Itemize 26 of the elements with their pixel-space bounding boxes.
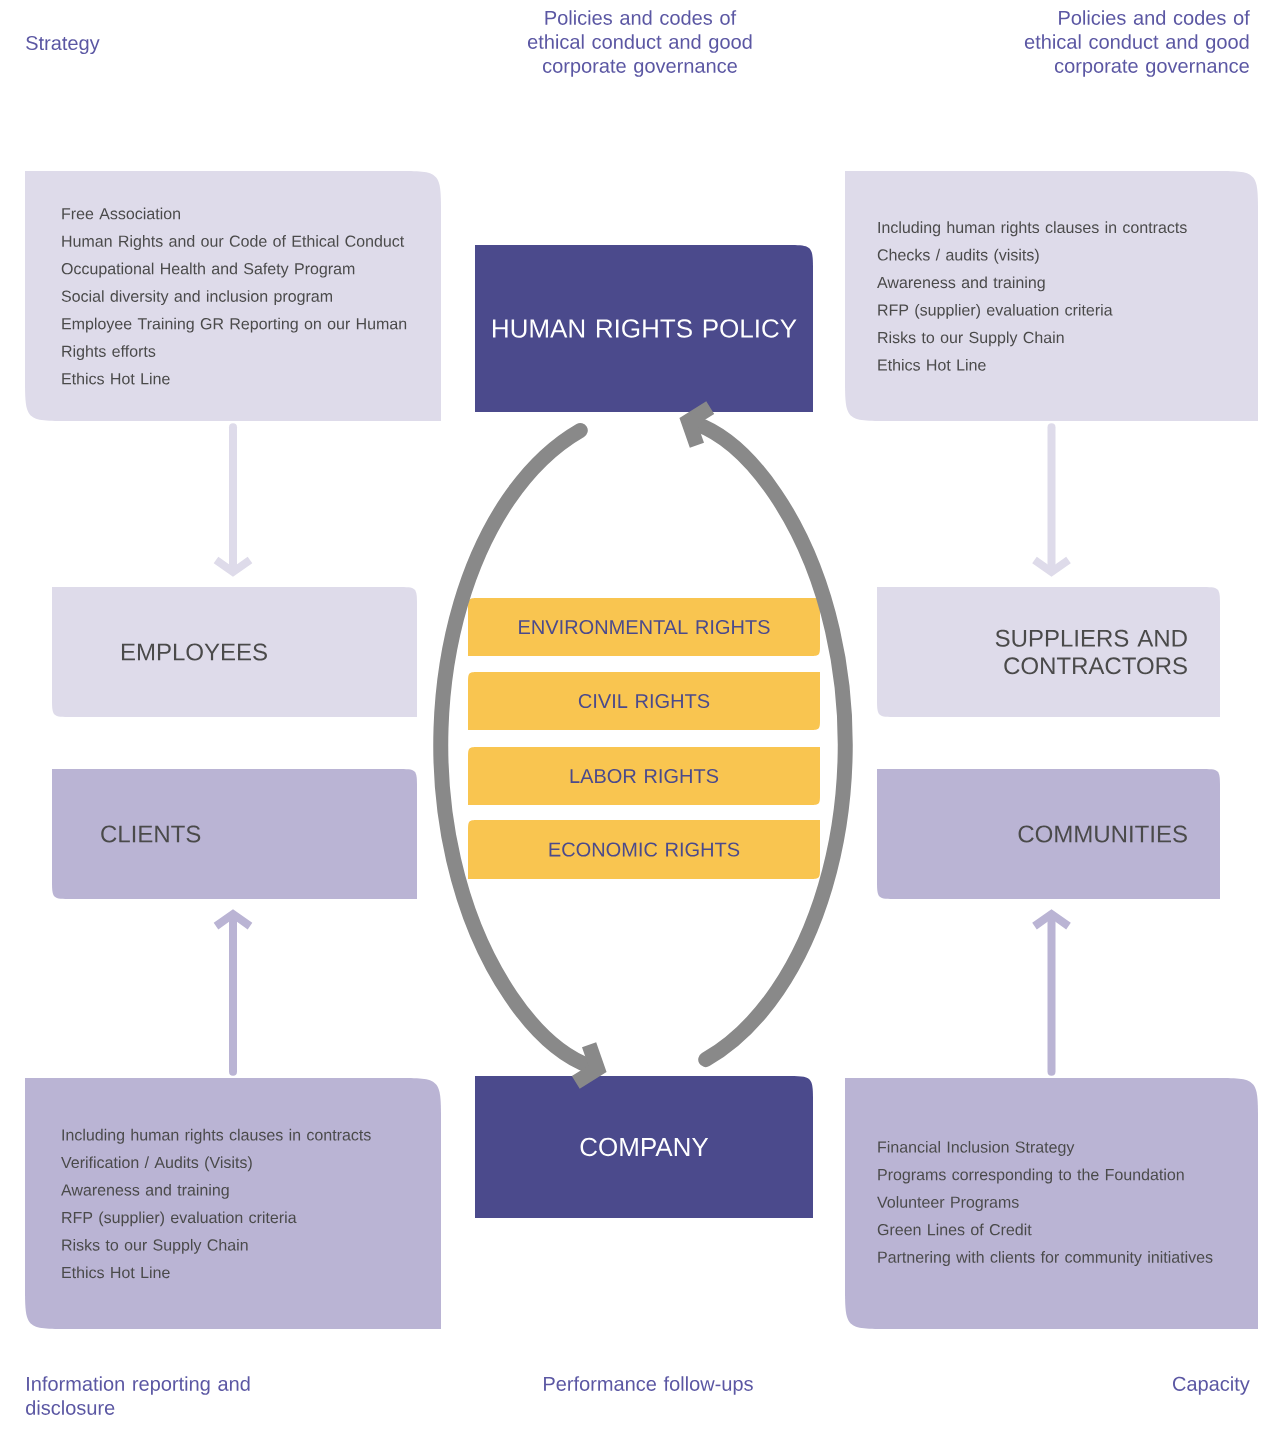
rights-box: ENVIRONMENTAL RIGHTS	[468, 598, 820, 656]
arrow	[433, 422, 607, 1089]
list-box: Including human rights clauses in contracts Verification / Audits (Visits) Awareness and training RFP (supplier) evaluation criteria Risks to our Supply Chain Ethics Hot Line	[25, 1078, 441, 1329]
arrow	[213, 909, 253, 1076]
list-box: Including human rights clauses in contracts Checks / audits (visits) Awareness and training RFP (supplier) evaluation criteria Risks to our Supply Chain Ethics Hot Line	[845, 171, 1258, 421]
company-box: COMPANY	[475, 1076, 813, 1218]
heading-text: Strategy	[26, 35, 100, 55]
group-box: COMMUNITIES	[877, 769, 1220, 899]
heading-text: Performance follow-ups	[544, 1376, 753, 1395]
heading-text: Information reporting and disclosure	[26, 1376, 250, 1415]
list-box: Free Association Human Rights and our Code of Ethical Conduct Occupational Health and Safety Program Social diversity and inclusion program Employee Training GR Reporting on our Human Rights efforts Ethics Hot Line	[25, 171, 441, 421]
arrow	[1032, 423, 1071, 577]
arrow	[213, 423, 253, 577]
rights-box: LABOR RIGHTS	[468, 747, 820, 805]
heading-text: Policies and codes of ethical conduct and good corporate governance	[1024, 10, 1250, 77]
list-box: Financial Inclusion Strategy Programs corresponding to the Foundation Volunteer Programs Green Lines of Credit Partnering with clients for community initiatives	[845, 1078, 1258, 1329]
arrow	[679, 401, 853, 1068]
arrow	[1032, 909, 1071, 1076]
heading-text: Capacity	[1173, 1376, 1250, 1395]
rights-box: ECONOMIC RIGHTS	[468, 820, 820, 879]
group-box: EMPLOYEES	[52, 587, 417, 717]
group-box: CLIENTS	[52, 769, 417, 899]
rights-box: CIVIL RIGHTS	[468, 672, 820, 730]
group-box: SUPPLIERS AND CONTRACTORS	[877, 587, 1220, 717]
heading-text: Policies and codes of ethical conduct and good corporate governance	[528, 10, 752, 77]
policy-box: HUMAN RIGHTS POLICY	[475, 245, 813, 412]
